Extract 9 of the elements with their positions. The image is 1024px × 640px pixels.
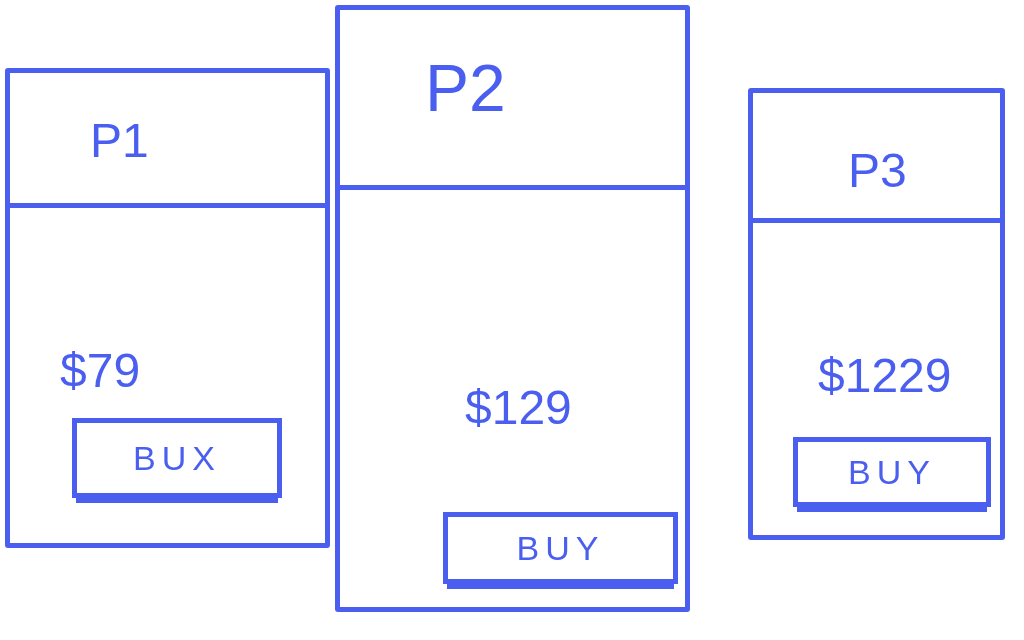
- plan-title: P2: [425, 50, 506, 126]
- plan-title: P3: [848, 143, 907, 198]
- price-text: $129: [465, 380, 572, 435]
- pricing-card: [5, 68, 330, 548]
- price-text: $79: [60, 343, 141, 398]
- pricing-card: [335, 5, 690, 612]
- pricing-card: [748, 88, 1005, 540]
- price-text: $1229: [818, 348, 952, 403]
- plan-title: P1: [90, 113, 149, 168]
